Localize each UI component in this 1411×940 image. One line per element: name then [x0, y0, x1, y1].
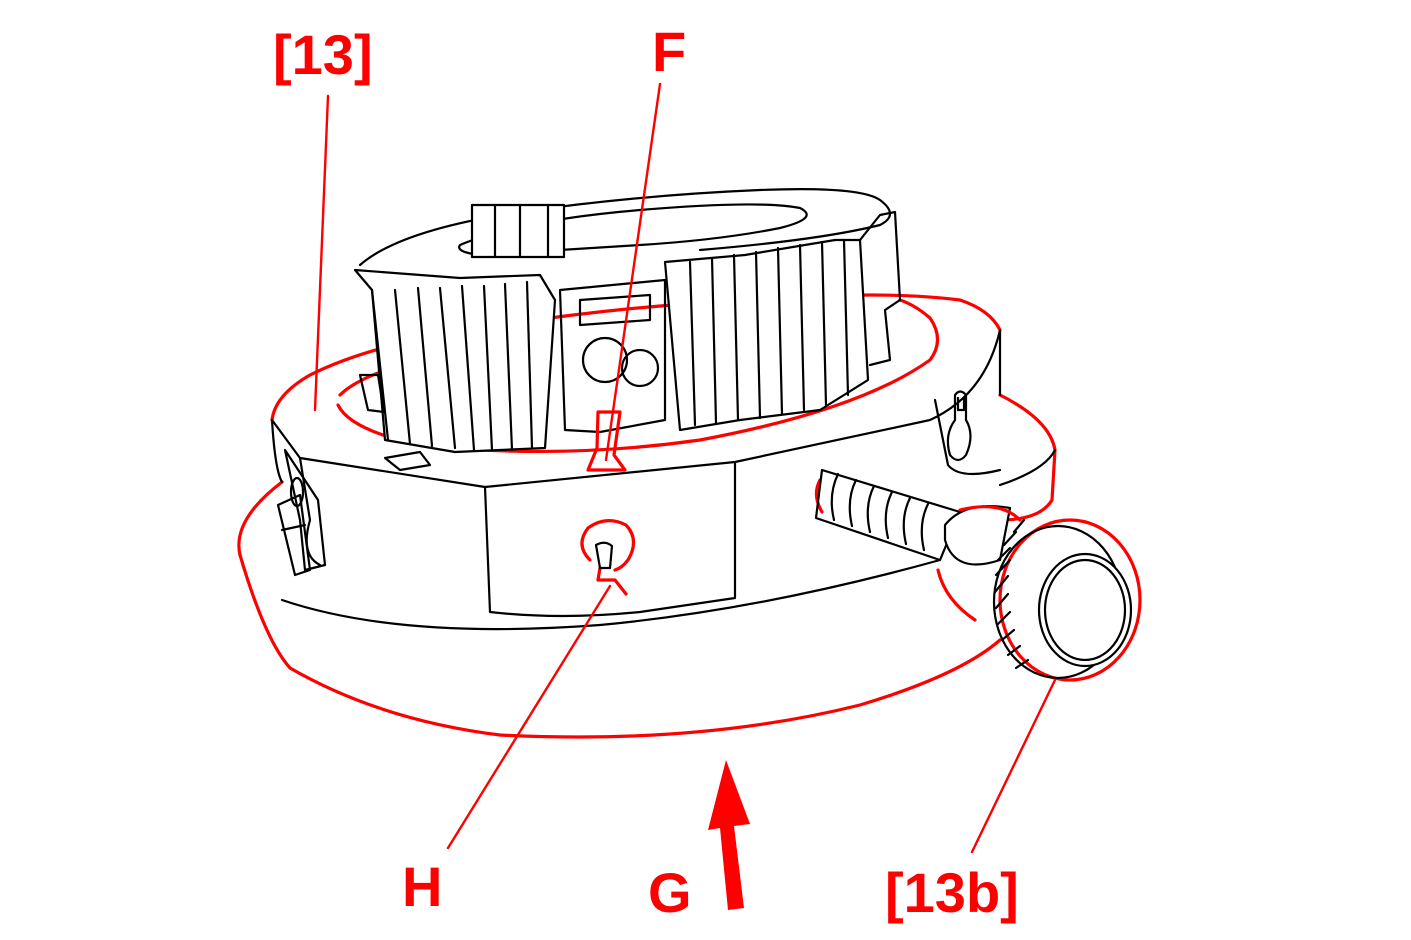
leader-F [604, 82, 662, 462]
up-arrow-icon [708, 760, 750, 910]
housing [270, 293, 1002, 618]
leader-13 [313, 94, 330, 412]
leader-H [446, 584, 612, 850]
callout-13b: [13b] [885, 861, 1019, 924]
base-ring [237, 393, 1057, 739]
callout-H: H [402, 855, 442, 918]
callout-F: F [652, 20, 686, 83]
callout-13: [13] [273, 23, 373, 86]
gear-drum [353, 188, 902, 472]
keyhole-H [580, 519, 636, 596]
leader-lines [313, 82, 1057, 854]
thumb-screw-13b [814, 468, 1142, 682]
locating-tab-F [586, 410, 627, 472]
leader-13b [970, 678, 1057, 854]
callout-G: G [648, 861, 692, 924]
